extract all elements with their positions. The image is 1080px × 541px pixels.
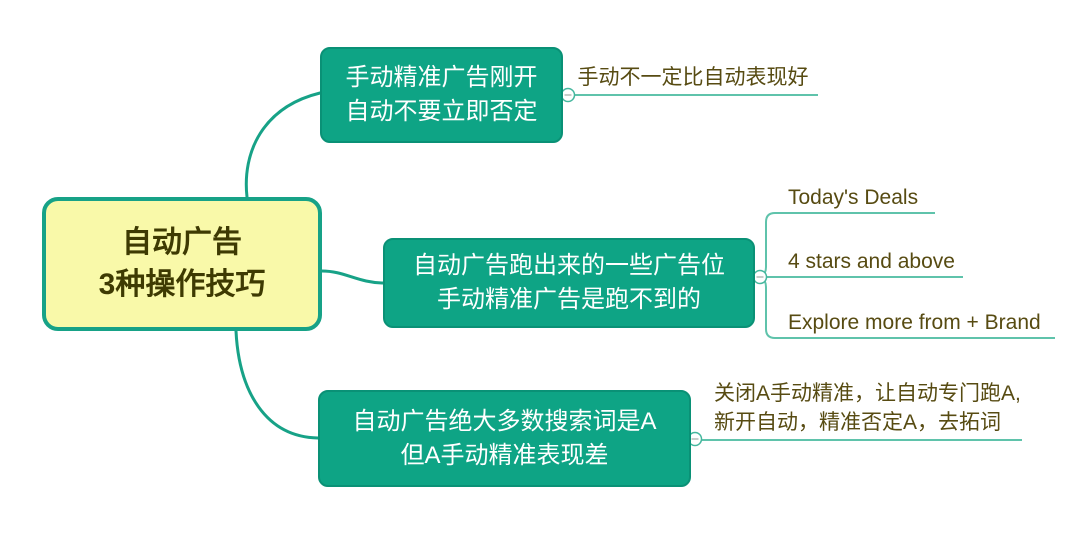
leaf-label: 4 stars and above [788, 250, 955, 273]
leaf-topic-explore-more[interactable]: Explore more from + Brand [788, 309, 1041, 337]
leaf-topic-todays-deals[interactable]: Today's Deals [788, 184, 918, 212]
branch-topic-line2: 自动不要立即否定 [345, 98, 538, 125]
branch-line-bottom [234, 329, 320, 440]
root-topic-line2: 3种操作技巧 [98, 268, 266, 301]
leaf-label-line1: 关闭A手动精准，让自动专门跑A, [714, 382, 1021, 405]
branch-topic-line1: 手动精准广告刚开 [345, 64, 538, 91]
branch-line-top [244, 91, 322, 199]
leaf-label: 手动不一定比自动表现好 [577, 66, 809, 89]
leaf-topic-close-a-manual[interactable]: 关闭A手动精准，让自动专门跑A, 新开自动，精准否定A，去拓词 [714, 379, 1021, 437]
leaf-label: Today's Deals [788, 186, 919, 209]
branch-topic-line2: 但A手动精准表现差 [400, 441, 609, 469]
leaf-label-line2: 新开自动，精准否定A，去拓词 [714, 411, 1002, 434]
branch-line-middle [320, 269, 386, 285]
branch-topic-line2: 手动精准广告是跑不到的 [437, 286, 701, 313]
leaf-topic-manual-vs-auto[interactable]: 手动不一定比自动表现好 [568, 64, 818, 92]
root-topic-line1: 自动广告 [122, 226, 242, 259]
branch-topic-search-term-a[interactable]: 自动广告绝大多数搜索词是A 但A手动精准表现差 [318, 390, 691, 487]
branch-topic-line1: 自动广告绝大多数搜索词是A [352, 407, 657, 435]
leaf-label: Explore more from + Brand [788, 311, 1041, 334]
collapse-toggle-middle[interactable] [752, 269, 768, 285]
leaf-topic-4-stars[interactable]: 4 stars and above [788, 248, 955, 276]
branch-topic-manual-precise[interactable]: 手动精准广告刚开 自动不要立即否定 [320, 47, 563, 143]
branch-topic-line1: 自动广告跑出来的一些广告位 [413, 252, 725, 279]
root-topic[interactable]: 自动广告 3种操作技巧 [42, 197, 322, 331]
branch-topic-auto-placements[interactable]: 自动广告跑出来的一些广告位 手动精准广告是跑不到的 [383, 238, 755, 328]
